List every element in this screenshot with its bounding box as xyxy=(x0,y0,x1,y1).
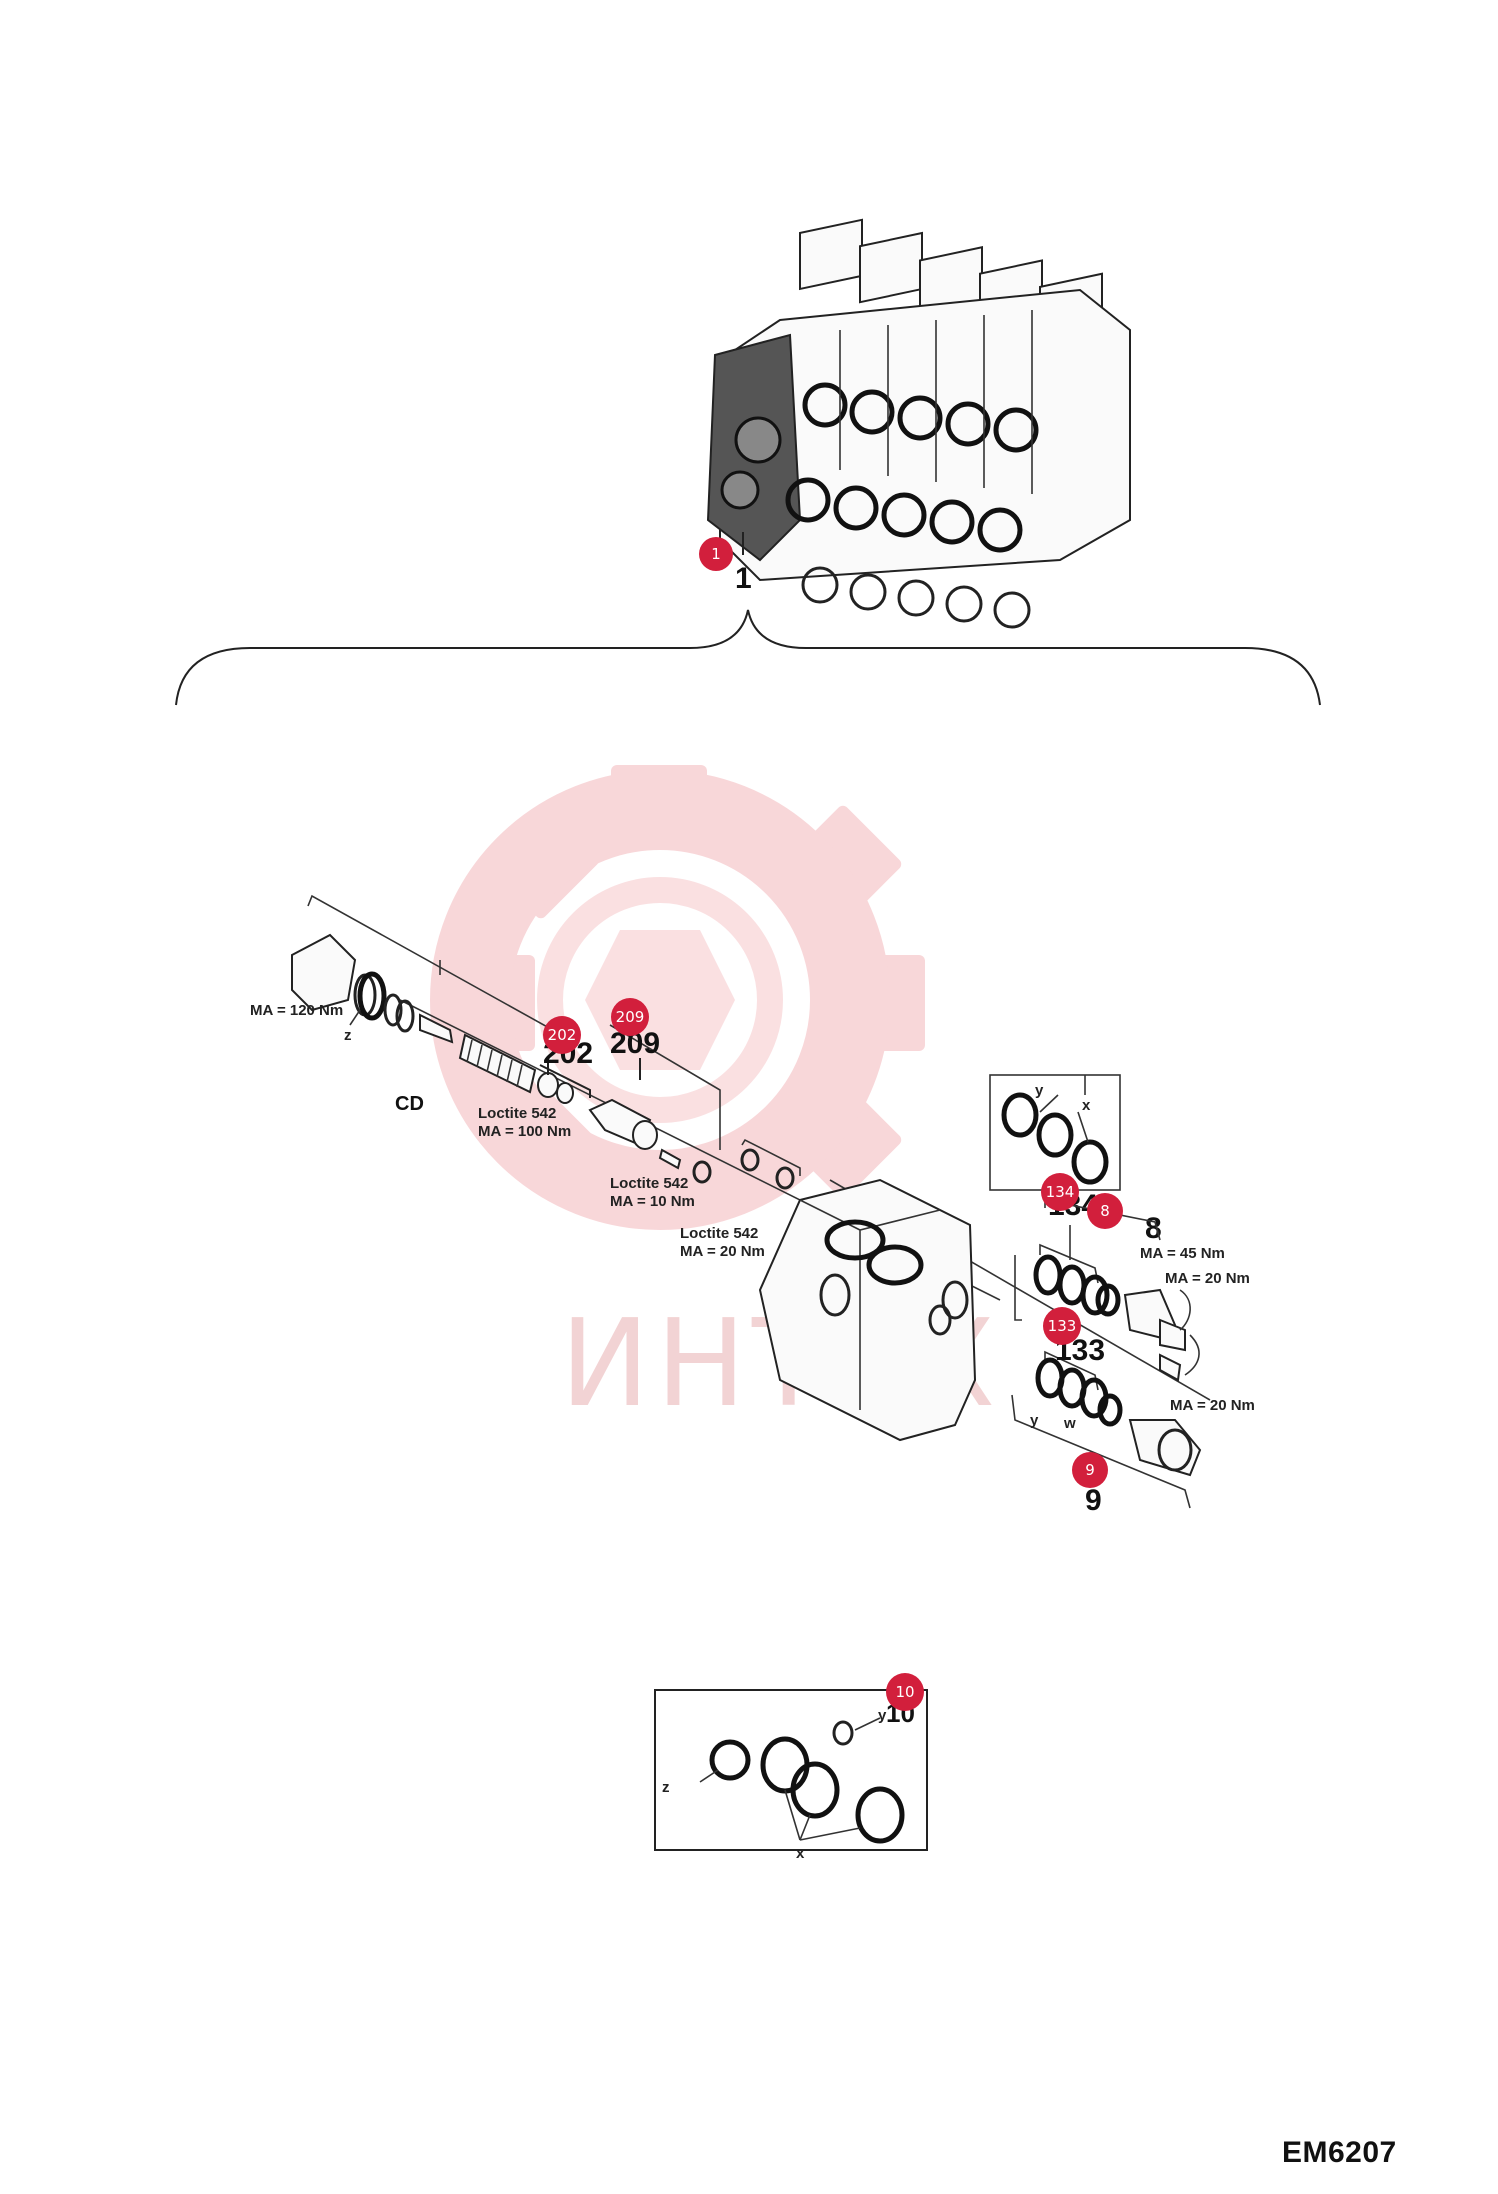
seal-set-133-134 xyxy=(1033,1254,1110,1419)
torque-45: MA = 45 Nm xyxy=(1140,1245,1225,1262)
svg-text:134: 134 xyxy=(1046,1183,1075,1201)
plug-fitting xyxy=(291,933,387,1021)
loctite-542-b: Loctite 542 xyxy=(610,1175,688,1192)
torque-100: MA = 100 Nm xyxy=(478,1123,571,1140)
seal-letter-z-top: z xyxy=(344,1027,352,1044)
seal-letter-y-mid: y xyxy=(1030,1412,1039,1429)
loctite-542-a: Loctite 542 xyxy=(478,1105,556,1122)
torque-20-c: MA = 20 Nm xyxy=(1170,1397,1255,1414)
callout-134[interactable]: 134 xyxy=(1041,1173,1079,1211)
small-fittings-202 xyxy=(537,1072,712,1184)
pressure-relief-valve-8 xyxy=(1095,1283,1200,1382)
seal-letter-y-box: y xyxy=(1035,1082,1044,1099)
label-cd: CD xyxy=(395,1093,424,1115)
label-assembly-1: 1 xyxy=(735,562,752,595)
torque-plug: MA = 120 Nm xyxy=(250,1002,343,1019)
callout-8[interactable]: 8 xyxy=(1087,1193,1123,1229)
watermark-gear-logo xyxy=(430,765,925,1230)
seal-letter-z-detail: z xyxy=(662,1779,670,1796)
spool-spring xyxy=(383,993,537,1094)
callout-133[interactable]: 133 xyxy=(1043,1307,1081,1345)
seal-box-top xyxy=(989,1074,1121,1191)
torque-20-a: MA = 20 Nm xyxy=(680,1243,765,1260)
seal-letter-x-detail: x xyxy=(796,1845,805,1862)
svg-text:10: 10 xyxy=(895,1683,914,1701)
pressure-relief-valve-9 xyxy=(1097,1393,1202,1477)
seal-letter-x-box: x xyxy=(1082,1097,1091,1114)
label-9: 9 xyxy=(1085,1484,1102,1517)
drawing-code: EM6207 xyxy=(1282,2136,1397,2169)
torque-20-b: MA = 20 Nm xyxy=(1165,1270,1250,1287)
valve-section-body xyxy=(758,1178,977,1442)
curly-brace xyxy=(175,609,1321,706)
svg-text:1: 1 xyxy=(711,545,721,563)
torque-10: MA = 10 Nm xyxy=(610,1193,695,1210)
seal-kit-detail-box xyxy=(654,1689,928,1851)
seal-letter-w-mid: w xyxy=(1063,1415,1076,1432)
callout-9[interactable]: 9 xyxy=(1072,1452,1108,1488)
valve-assembly-illustration xyxy=(706,218,1131,629)
callout-209[interactable]: 209 xyxy=(611,998,649,1036)
svg-text:9: 9 xyxy=(1085,1461,1095,1479)
callout-10[interactable]: 10 xyxy=(886,1673,924,1711)
loctite-542-c: Loctite 542 xyxy=(680,1225,758,1242)
svg-text:8: 8 xyxy=(1100,1202,1110,1220)
svg-text:133: 133 xyxy=(1048,1317,1077,1335)
svg-text:209: 209 xyxy=(616,1008,645,1026)
callout-1[interactable]: 1 xyxy=(699,537,733,571)
callout-202[interactable]: 202 xyxy=(543,1016,581,1054)
svg-text:202: 202 xyxy=(548,1026,577,1044)
seal-letter-y-detail: y xyxy=(878,1707,887,1724)
o-ring-group-209 xyxy=(740,1138,801,1190)
